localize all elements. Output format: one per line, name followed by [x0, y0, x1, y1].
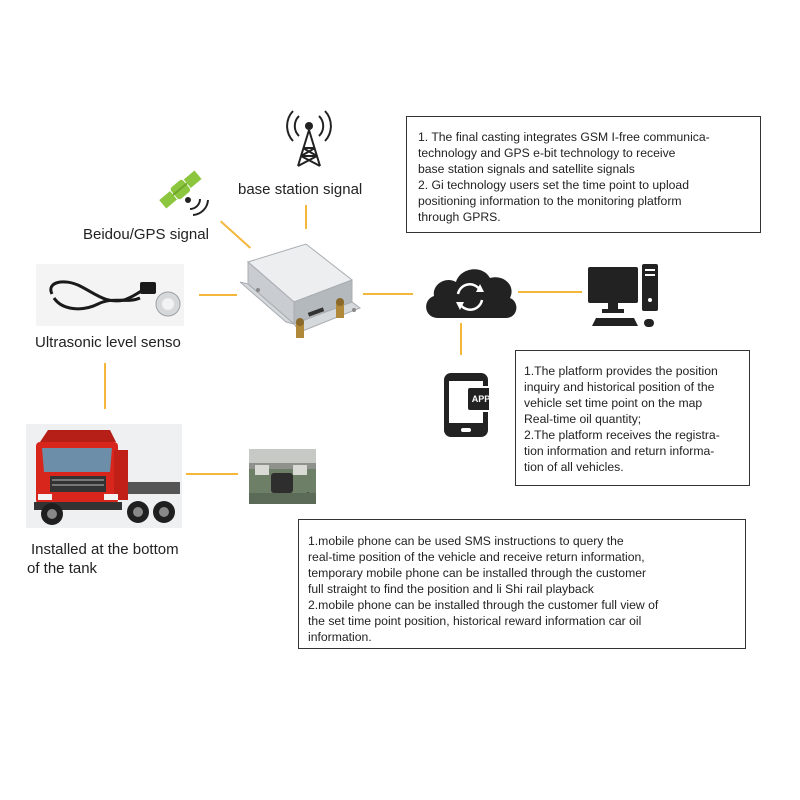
mobile-info-line: information.: [308, 629, 737, 645]
device-info-line: 2. Gi technology users set the time poin…: [418, 177, 752, 193]
mobile-info-line: full straight to find the position and l…: [308, 581, 737, 597]
platform-info-line: Real-time oil quantity;: [524, 411, 741, 427]
cloud-sync-icon: [420, 262, 520, 320]
tank-installation-image: [249, 449, 316, 504]
platform-info-line: 1.The platform provides the position: [524, 363, 741, 379]
device-info-line: 1. The final casting integrates GSM I-fr…: [418, 129, 752, 145]
connector-base-station: [305, 205, 307, 229]
connector-computer: [518, 291, 582, 293]
mobile-info-line: temporary mobile phone can be installed …: [308, 565, 737, 581]
satellite-icon: [155, 162, 215, 218]
truck-image: [26, 424, 182, 528]
connector-sensor: [199, 294, 237, 296]
platform-info-line: 2.The platform receives the registra-: [524, 427, 741, 443]
mobile-app-icon: [443, 372, 489, 438]
platform-info-line: vehicle set time point on the map: [524, 395, 741, 411]
ultrasonic-label: Ultrasonic level senso: [35, 334, 181, 353]
device-info-line: base station signals and satellite signa…: [418, 161, 752, 177]
mobile-info-line: the set time point position, historical …: [308, 613, 737, 629]
device-info-line: positioning information to the monitorin…: [418, 193, 752, 209]
connector-truck-tank: [186, 473, 238, 475]
platform-info-line: tion information and return informa-: [524, 443, 741, 459]
platform-info-box: 1.The platform provides the position inq…: [515, 350, 750, 486]
mobile-info-line: real-time position of the vehicle and re…: [308, 549, 737, 565]
installed-label-line2: of the tank: [27, 560, 97, 579]
installed-label-line1: Installed at the bottom: [31, 541, 179, 560]
device-info-line: through GPRS.: [418, 209, 752, 225]
beidou-gps-label: Beidou/GPS signal: [83, 226, 209, 245]
app-badge-label: APP: [468, 394, 494, 404]
mobile-info-line: 1.mobile phone can be used SMS instructi…: [308, 533, 737, 549]
platform-info-line: tion of all vehicles.: [524, 459, 741, 475]
platform-info-line: inquiry and historical position of the: [524, 379, 741, 395]
mobile-info-box: 1.mobile phone can be used SMS instructi…: [298, 519, 746, 649]
antenna-tower-icon: [279, 106, 339, 168]
base-station-label: base station signal: [238, 181, 362, 200]
device-info-box: 1. The final casting integrates GSM I-fr…: [406, 116, 761, 233]
connector-sensor-truck: [104, 363, 106, 409]
mobile-info-line: 2.mobile phone can be installed through …: [308, 597, 737, 613]
gps-tracker-device: [236, 240, 364, 345]
ultrasonic-sensor-image: [36, 264, 184, 326]
desktop-computer-icon: [586, 264, 660, 330]
device-info-line: technology and GPS e-bit technology to r…: [418, 145, 752, 161]
connector-cloud: [363, 293, 413, 295]
connector-app: [460, 323, 462, 355]
